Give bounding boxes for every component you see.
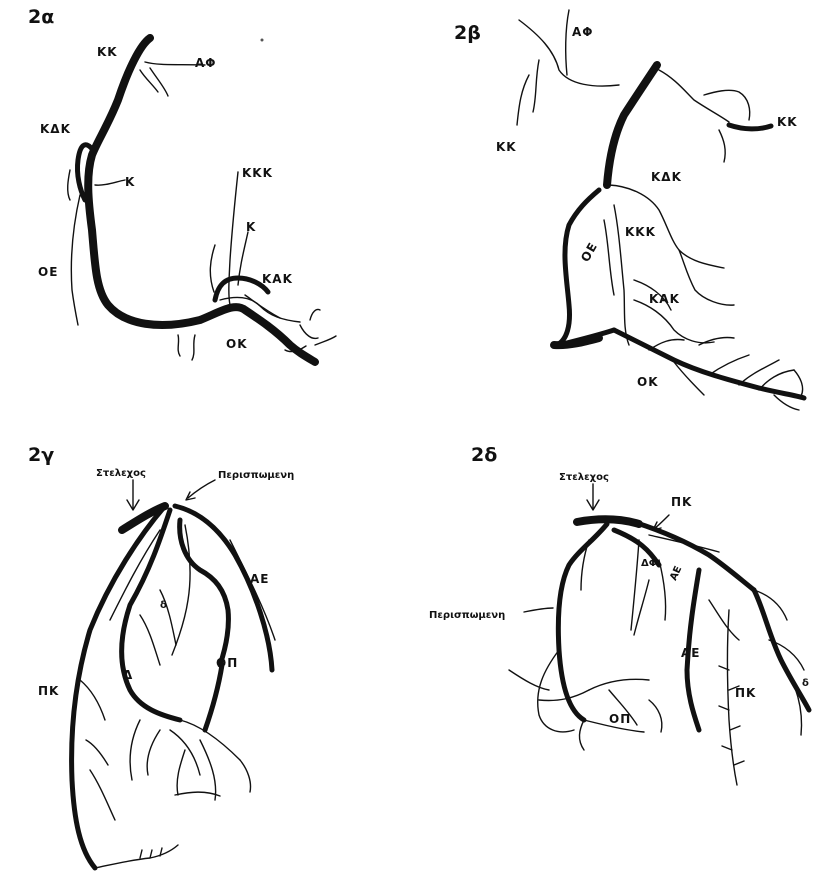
label-oe: ΟΕ xyxy=(38,265,58,279)
label-af: ΑΦ xyxy=(572,25,594,39)
label-kdk: ΚΔΚ xyxy=(40,122,71,136)
panel-2a: 2α ΚΚ ΑΦ ΚΔΚ Κ ΟΕ ΚΚΚ Κ xyxy=(0,0,409,440)
label-k2: Κ xyxy=(246,220,256,234)
op-branch xyxy=(205,665,222,730)
label-k1: Κ xyxy=(125,175,135,189)
label-pk: ΠΚ xyxy=(38,684,59,698)
label-ae: ΑΕ xyxy=(250,572,269,586)
label-kk-right: ΚΚ xyxy=(777,115,798,129)
panel-2c: 2γ xyxy=(0,440,409,887)
kak-branch xyxy=(215,278,268,300)
label-kk: ΚΚ xyxy=(97,45,118,59)
label-op: ΟΠ xyxy=(609,712,631,726)
label-pk-top: ΠΚ xyxy=(671,495,692,509)
label-kdk: ΚΔΚ xyxy=(651,170,682,184)
label-d: δ xyxy=(802,678,809,689)
label-perispomeni: Περισπωμενη xyxy=(429,610,505,621)
label-af: ΑΦ xyxy=(195,56,217,70)
label-ok: ΟΚ xyxy=(226,337,248,351)
label-ae: ΑΕ xyxy=(681,646,700,660)
label-kkk: ΚΚΚ xyxy=(625,225,656,239)
coronary-diagram-2b xyxy=(409,0,818,440)
label-kak: ΚΑΚ xyxy=(262,272,293,286)
label-stelexos: Στελεχος xyxy=(96,468,146,479)
oe-branch xyxy=(71,195,80,325)
label-ok: ΟΚ xyxy=(637,375,659,389)
label-perispomeni: Περισπωμενη xyxy=(218,470,294,481)
coronary-diagram-2c xyxy=(0,440,409,887)
label-d-small: δ xyxy=(160,600,167,611)
stem xyxy=(122,506,165,530)
label-op: ΟΠ xyxy=(216,656,238,670)
label-kk-left: ΚΚ xyxy=(496,140,517,154)
main-artery xyxy=(88,38,315,362)
panel-2d: 2δ xyxy=(409,440,818,887)
label-d: Δ xyxy=(123,668,133,682)
main-artery xyxy=(607,65,657,185)
perispomeni-branch xyxy=(558,524,607,720)
label-pk: ΠΚ xyxy=(735,686,756,700)
label-stelexos: Στελεχος xyxy=(559,472,609,483)
coronary-diagram-2d xyxy=(409,440,818,887)
label-af: ΔΦ xyxy=(641,558,657,569)
panel-2b: 2β ΑΦ ΚΚ ΚΚ ΚΔΚ ΚΚΚ xyxy=(409,0,818,440)
kk-right-branch xyxy=(729,125,771,129)
label-kkk: ΚΚΚ xyxy=(242,166,273,180)
label-kak: ΚΑΚ xyxy=(649,292,680,306)
